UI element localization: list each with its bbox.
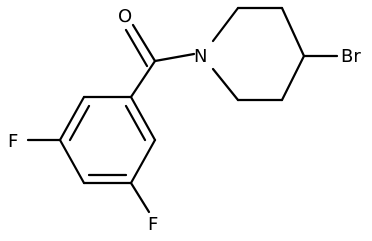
- bromine-label: Br: [341, 46, 361, 67]
- benz-double-3: [124, 104, 147, 142]
- benz-bond-5-6: [129, 138, 157, 185]
- amide-bond: [153, 52, 196, 63]
- fluorine-bottom-label: F: [148, 214, 158, 235]
- pip-bond-n-c2: [211, 6, 240, 43]
- benz-bond-3-4: [58, 138, 86, 185]
- carbonyl-bond-1: [131, 23, 157, 63]
- pip-bond-c6-n: [211, 67, 240, 102]
- benz-double-1: [68, 104, 91, 142]
- carbonyl-bond-2: [124, 28, 149, 68]
- oxygen-label: O: [118, 6, 132, 27]
- pip-bond-c3-c4: [280, 6, 306, 58]
- aryl-carbonyl-bond: [129, 59, 157, 99]
- fluorine-left-label: F: [8, 131, 18, 152]
- nitrogen-label: N: [194, 46, 207, 67]
- benz-bond-6-1: [129, 95, 157, 142]
- benz-bond-2-3: [58, 95, 86, 142]
- pip-bond-c4-c5: [280, 54, 306, 102]
- c-f-bond-bottom: [129, 181, 151, 214]
